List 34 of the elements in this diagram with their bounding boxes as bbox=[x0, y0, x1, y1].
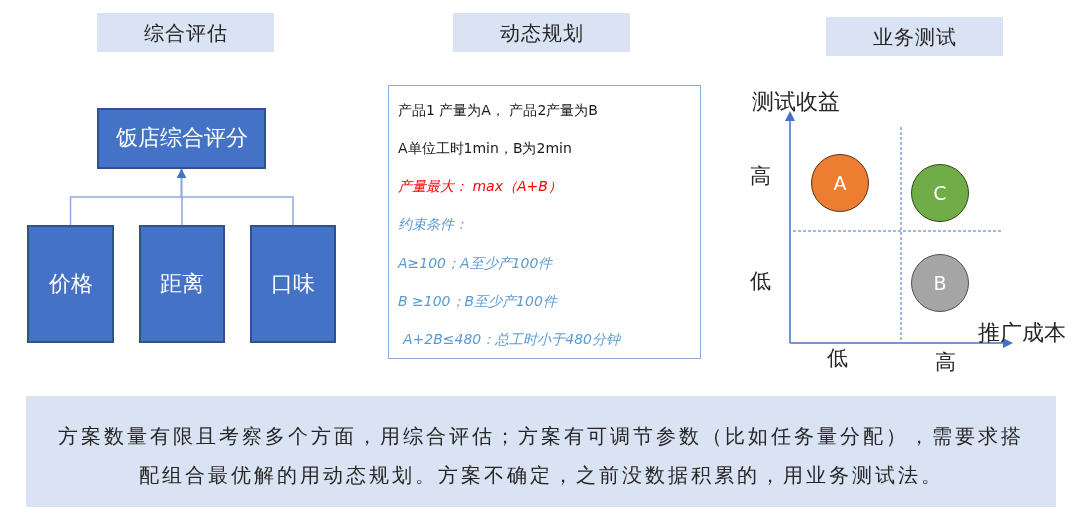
section-heading: 业务测试 bbox=[872, 24, 957, 49]
summary-text: 方案数量有限且考察多个方面，用综合评估；方案有可调节参数（比如任务量分配），需要求搭配组合最优解的用动态规划。方案不确定，之前没数据积累的，用业务测试法。 bbox=[57, 422, 1025, 489]
circle-label: C bbox=[933, 181, 947, 205]
axis-tick-label: 低 bbox=[750, 269, 771, 295]
connector-arrow bbox=[177, 168, 294, 226]
axis-tick-label: 低 bbox=[827, 346, 848, 372]
circle-label: B bbox=[933, 271, 947, 295]
constraint-formula: A+2B≤480：总工时小于480分钟 bbox=[403, 331, 620, 348]
constraint-formula: A≥100；A至少产100件 bbox=[398, 255, 553, 272]
box-label: 饭店综合评分 bbox=[115, 125, 248, 152]
factor-box bbox=[139, 225, 225, 343]
section-heading: 综合评估 bbox=[143, 20, 228, 45]
constraint-formula: B ≥100；B至少产100件 bbox=[398, 293, 557, 310]
box-label: 距离 bbox=[160, 270, 204, 298]
box-label: 价格 bbox=[48, 270, 93, 298]
factor-box bbox=[250, 225, 336, 343]
axis-tick-label: 高 bbox=[935, 350, 956, 376]
section-heading-band bbox=[97, 13, 274, 52]
score-box bbox=[97, 108, 266, 169]
circle-label: A bbox=[833, 171, 847, 195]
time-statement: A单位工时1min，B为2min bbox=[398, 140, 572, 157]
objective-formula: 产量最大： max（A+B） bbox=[398, 178, 562, 195]
axis-title: 推广成本 bbox=[978, 320, 1066, 347]
factor-box bbox=[27, 225, 114, 343]
summary-band bbox=[26, 396, 1056, 507]
axis-tick-label: 高 bbox=[750, 164, 771, 190]
problem-statement: 产品1 产量为A， 产品2产量为B bbox=[398, 102, 598, 119]
axis-title: 测试收益 bbox=[752, 89, 840, 116]
text-panel bbox=[388, 85, 701, 359]
constraint-heading: 约束条件： bbox=[398, 216, 468, 233]
section-heading-band bbox=[826, 17, 1003, 56]
section-heading: 动态规划 bbox=[499, 20, 584, 45]
box-label: 口味 bbox=[271, 270, 315, 298]
section-heading-band bbox=[453, 13, 630, 52]
